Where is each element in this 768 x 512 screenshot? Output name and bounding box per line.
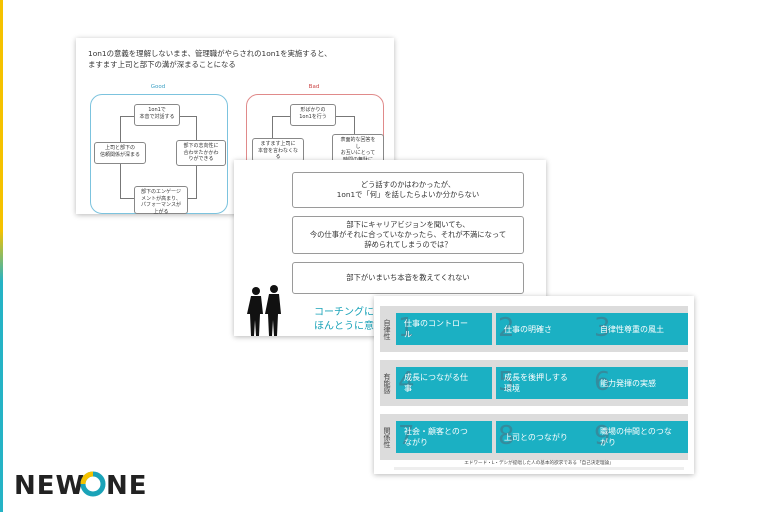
question-box: 部下がいまいち本音を教えてくれない <box>292 262 524 294</box>
row-label: 関係性 <box>383 426 391 448</box>
svg-text:NE: NE <box>106 471 148 498</box>
factor-tile: 4 成長につながる仕 事 <box>396 367 492 399</box>
good-cycle-step: 上司と部下の 信頼関係が深まる <box>94 142 146 164</box>
tile-number: 8 <box>498 421 515 451</box>
tile-number: 7 <box>398 421 415 451</box>
slide1-heading: 1on1の意義を理解しないまま、管理職がやらされの1on1を実施すると、 ますま… <box>88 49 332 69</box>
tile-label: 成長につながる仕 事 <box>404 373 468 393</box>
tile-label: 職場の仲間とのつな がり <box>600 427 672 447</box>
tile-number: 2 <box>498 313 515 343</box>
factor-tile: 7 社会・顧客とのつ ながり <box>396 421 492 453</box>
factor-tile: 5 成長を後押しする 環境 <box>496 367 592 399</box>
tile-label: 上司とのつながり <box>504 432 568 442</box>
slide3-caption: エドワード・L・デシが提唱した人の基本的欲求である「自己決定理論」 <box>464 461 614 466</box>
good-connector <box>178 116 197 143</box>
question-box: 部下にキャリアビジョンを聞いても、 今の仕事がそれに合っていなかったら、それが不… <box>292 216 524 254</box>
good-title: Good <box>150 84 166 90</box>
tile-number: 1 <box>398 313 415 343</box>
factor-tile: 2 仕事の明確さ <box>496 313 592 345</box>
bad-title: Bad <box>308 84 320 90</box>
tile-label: 社会・顧客とのつ ながり <box>404 427 468 447</box>
svg-text:NEW: NEW <box>14 471 85 498</box>
tile-number: 5 <box>498 367 515 397</box>
row-label: 有能感 <box>383 372 391 394</box>
silhouette-people-icon <box>247 285 281 336</box>
factor-tile: 6 能力発揮の実感 <box>592 367 688 399</box>
slide2-footer: コーチングに ほんとうに意義の <box>314 307 394 332</box>
good-cycle-step: 部下のエンゲージ メントが高まり、 パフォーマンスが 上がる <box>134 186 188 215</box>
bad-cycle-step: 形ばかりの 1on1を行う <box>290 104 336 126</box>
slide-self-determination: 自律性 有能感 関係性 1 仕事のコントロー ル 2 仕事の明確さ 3 自律性尊… <box>374 296 694 474</box>
tile-label: 能力発揮の実感 <box>600 378 656 388</box>
good-connector <box>120 164 137 199</box>
bad-cycle-step: 表面的な回答を し お互いにとって 時間の無駄に <box>332 134 384 164</box>
tile-label: 仕事のコントロー ル <box>404 319 468 339</box>
tile-label: 成長を後押しする 環境 <box>504 373 568 393</box>
factor-tile: 8 上司とのつながり <box>496 421 592 453</box>
newone-logo-mark: NEW NE <box>14 471 148 501</box>
slide-1on1-cycle: 1on1の意義を理解しないまま、管理職がやらされの1on1を実施すると、 ますま… <box>76 38 394 215</box>
tile-number: 4 <box>398 367 415 397</box>
accent-side-bar <box>0 0 3 512</box>
good-connector <box>120 116 137 143</box>
question-box: どう話すのかはわかったが、 1on1で「何」を話したらよいか分からない <box>292 172 524 208</box>
factor-tile: 9 職場の仲間とのつな がり <box>592 421 688 453</box>
row-label: 自律性 <box>383 318 391 340</box>
tile-number: 9 <box>594 421 611 451</box>
good-cycle-step: 部下の志向性に 合わせたかかわ りができる <box>176 140 226 166</box>
tile-number: 6 <box>594 367 611 397</box>
bad-connector <box>334 116 355 137</box>
good-cycle-step: 1on1で 本音で対話する <box>134 104 180 126</box>
factor-tile: 3 自律性尊重の風土 <box>592 313 688 345</box>
tile-number: 3 <box>594 313 611 343</box>
tile-label: 仕事の明確さ <box>504 324 552 334</box>
tile-label: 自律性尊重の風土 <box>600 324 664 334</box>
bad-cycle-step: ますます上司に 本音を言わなくな る <box>252 138 304 162</box>
bad-connector <box>272 116 291 141</box>
newone-logo: NEW NE <box>14 470 156 505</box>
slide3-caption-line <box>394 467 684 470</box>
factor-tile: 1 仕事のコントロー ル <box>396 313 492 345</box>
